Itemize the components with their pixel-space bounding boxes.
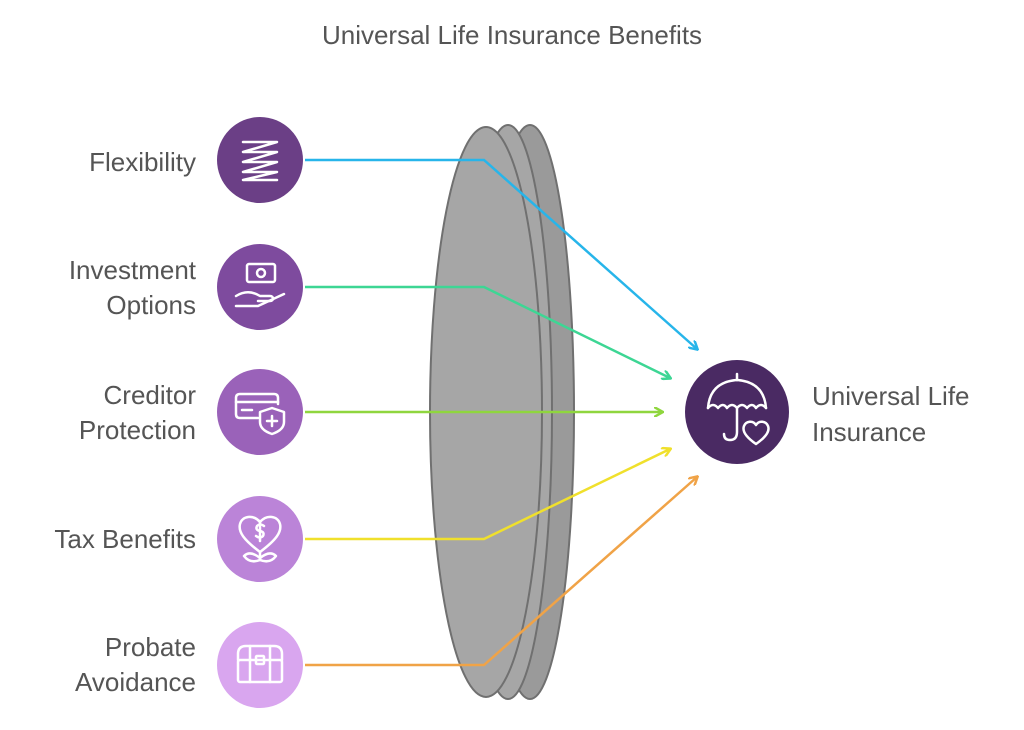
label-tax-benefits: Tax Benefits	[54, 524, 196, 554]
label-flexibility: Flexibility	[89, 147, 196, 177]
arrow-flexibility	[305, 158, 697, 349]
diagram-title: Universal Life Insurance Benefits	[321, 20, 703, 50]
treasure-chest-icon	[217, 622, 303, 708]
heart-dollar-plant-icon	[217, 496, 303, 582]
card-shield-icon	[217, 369, 303, 455]
arrows	[305, 158, 697, 667]
arrow-investment-options	[305, 285, 670, 378]
label-investment-options: Investment Options	[68, 255, 196, 320]
umbrella-heart-icon	[685, 360, 789, 464]
arrow-probate-avoidance	[305, 477, 697, 667]
label-universal-life-insurance: Universal Life Insurance	[812, 381, 970, 447]
hand-holding-money-icon	[217, 244, 303, 330]
arrow-tax-benefits	[305, 449, 670, 541]
label-creditor-protection: Creditor Protection	[78, 380, 196, 445]
label-probate-avoidance: Probate Avoidance	[75, 632, 196, 697]
spring-coil-icon	[217, 117, 303, 203]
